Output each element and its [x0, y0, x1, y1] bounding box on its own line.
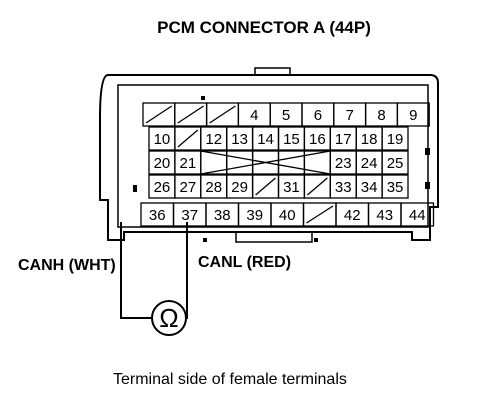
unused-terminal-mark [209, 105, 236, 124]
terminal-cell: 9 [396, 102, 430, 127]
terminal-number: 33 [335, 179, 352, 196]
terminal-cell: 34 [355, 174, 383, 199]
terminal-cell: 36 [140, 202, 175, 227]
terminal-cell: 17 [329, 126, 357, 151]
terminal-number: 37 [181, 207, 198, 224]
terminal-cell: 4 [237, 102, 271, 127]
terminal-cell: 14 [251, 126, 280, 151]
terminal-number: 10 [154, 131, 171, 148]
terminal-cell: 29 [226, 174, 254, 199]
unused-terminal-mark [177, 129, 199, 148]
terminal-cell: 24 [355, 150, 383, 175]
terminal-number: 14 [257, 131, 274, 148]
connector-housing [99, 67, 439, 243]
terminal-cell: 31 [277, 174, 306, 199]
terminal-cell: 5 [269, 102, 303, 127]
terminal-number: 36 [149, 207, 166, 224]
terminal-number: 6 [314, 107, 322, 124]
terminal-number: 42 [344, 207, 361, 224]
ohmmeter-icon: Ω [151, 300, 187, 336]
terminal-number: 18 [361, 131, 378, 148]
terminal-cell: 33 [329, 174, 357, 199]
terminal-cell [226, 150, 254, 175]
unused-terminal-mark [177, 105, 204, 124]
terminal-cell: 27 [174, 174, 202, 199]
terminal-number: 16 [309, 131, 326, 148]
terminal-cell: 20 [148, 150, 176, 175]
terminal-cell: 21 [174, 150, 202, 175]
terminal-cell: 39 [237, 202, 272, 227]
terminal-cell: 16 [303, 126, 331, 151]
terminal-cell [302, 202, 337, 227]
terminal-number: 7 [346, 107, 354, 124]
terminal-number: 35 [387, 179, 404, 196]
terminal-cell: 13 [226, 126, 254, 151]
terminal-cell [205, 102, 240, 127]
unused-terminal-mark [255, 177, 276, 196]
terminal-number: 31 [283, 179, 300, 196]
terminal-cell: 43 [367, 202, 402, 227]
terminal-number: 12 [205, 131, 222, 148]
terminal-number: 40 [279, 207, 296, 224]
terminal-number: 28 [205, 179, 222, 196]
blank-block-cross [200, 150, 331, 175]
terminal-cell: 25 [381, 150, 409, 175]
terminal-cell: 18 [355, 126, 383, 151]
terminal-cell [174, 126, 202, 151]
terminal-number: 39 [246, 207, 263, 224]
terminal-number: 44 [409, 207, 426, 224]
terminal-number: 26 [154, 179, 171, 196]
ohm-symbol: Ω [159, 303, 178, 333]
terminal-cell [303, 174, 331, 199]
terminal-number: 19 [387, 131, 404, 148]
terminal-cell: 42 [335, 202, 370, 227]
terminal-number: 25 [387, 155, 404, 172]
terminal-cell: 38 [205, 202, 240, 227]
unused-terminal-mark [145, 105, 173, 124]
terminal-cell [142, 102, 176, 127]
terminal-number: 5 [282, 107, 290, 124]
terminal-cell [174, 102, 208, 127]
terminal-number: 20 [154, 155, 171, 172]
terminal-cell: 15 [277, 126, 306, 151]
terminal-number: 38 [214, 207, 231, 224]
terminal-number: 13 [231, 131, 248, 148]
canl-label: CANL (RED) [198, 254, 291, 271]
terminal-cell: 19 [381, 126, 409, 151]
terminal-number: 23 [335, 155, 352, 172]
terminal-number: 43 [376, 207, 393, 224]
terminal-cell: 37 [172, 202, 207, 227]
terminal-cell: 23 [329, 150, 357, 175]
terminal-number: 17 [335, 131, 352, 148]
terminal-number: 21 [180, 155, 197, 172]
terminal-cell [251, 174, 280, 199]
terminal-cell: 44 [400, 202, 435, 227]
terminal-cell: 28 [200, 174, 228, 199]
unused-terminal-mark [306, 205, 334, 224]
terminal-cell: 6 [301, 102, 335, 127]
terminal-cell: 26 [148, 174, 176, 199]
terminal-cell: 8 [364, 102, 399, 127]
footer-caption: Terminal side of female terminals [113, 371, 347, 388]
terminal-cell [277, 150, 306, 175]
terminal-cell: 12 [200, 126, 228, 151]
terminal-number: 8 [377, 107, 385, 124]
terminal-cell: 40 [270, 202, 305, 227]
terminal-number: 4 [250, 107, 258, 124]
terminal-number: 15 [283, 131, 300, 148]
canh-label: CANH (WHT) [18, 257, 116, 274]
locking-tabs [133, 96, 430, 242]
unused-terminal-mark [306, 177, 328, 196]
diagram-title: PCM CONNECTOR A (44P) [157, 18, 371, 37]
terminal-cell: 7 [333, 102, 367, 127]
terminal-number: 27 [180, 179, 197, 196]
terminal-cell: 35 [381, 174, 409, 199]
terminal-grid: 4 5 6 7 8 9 10 12 13 14 15 16 17 18 19 20 21 23 24 25 26 27 28… [140, 102, 435, 227]
terminal-number: 9 [409, 107, 417, 124]
terminal-cell: 10 [148, 126, 176, 151]
terminal-number: 29 [231, 179, 248, 196]
terminal-number: 24 [361, 155, 378, 172]
terminal-number: 34 [361, 179, 378, 196]
